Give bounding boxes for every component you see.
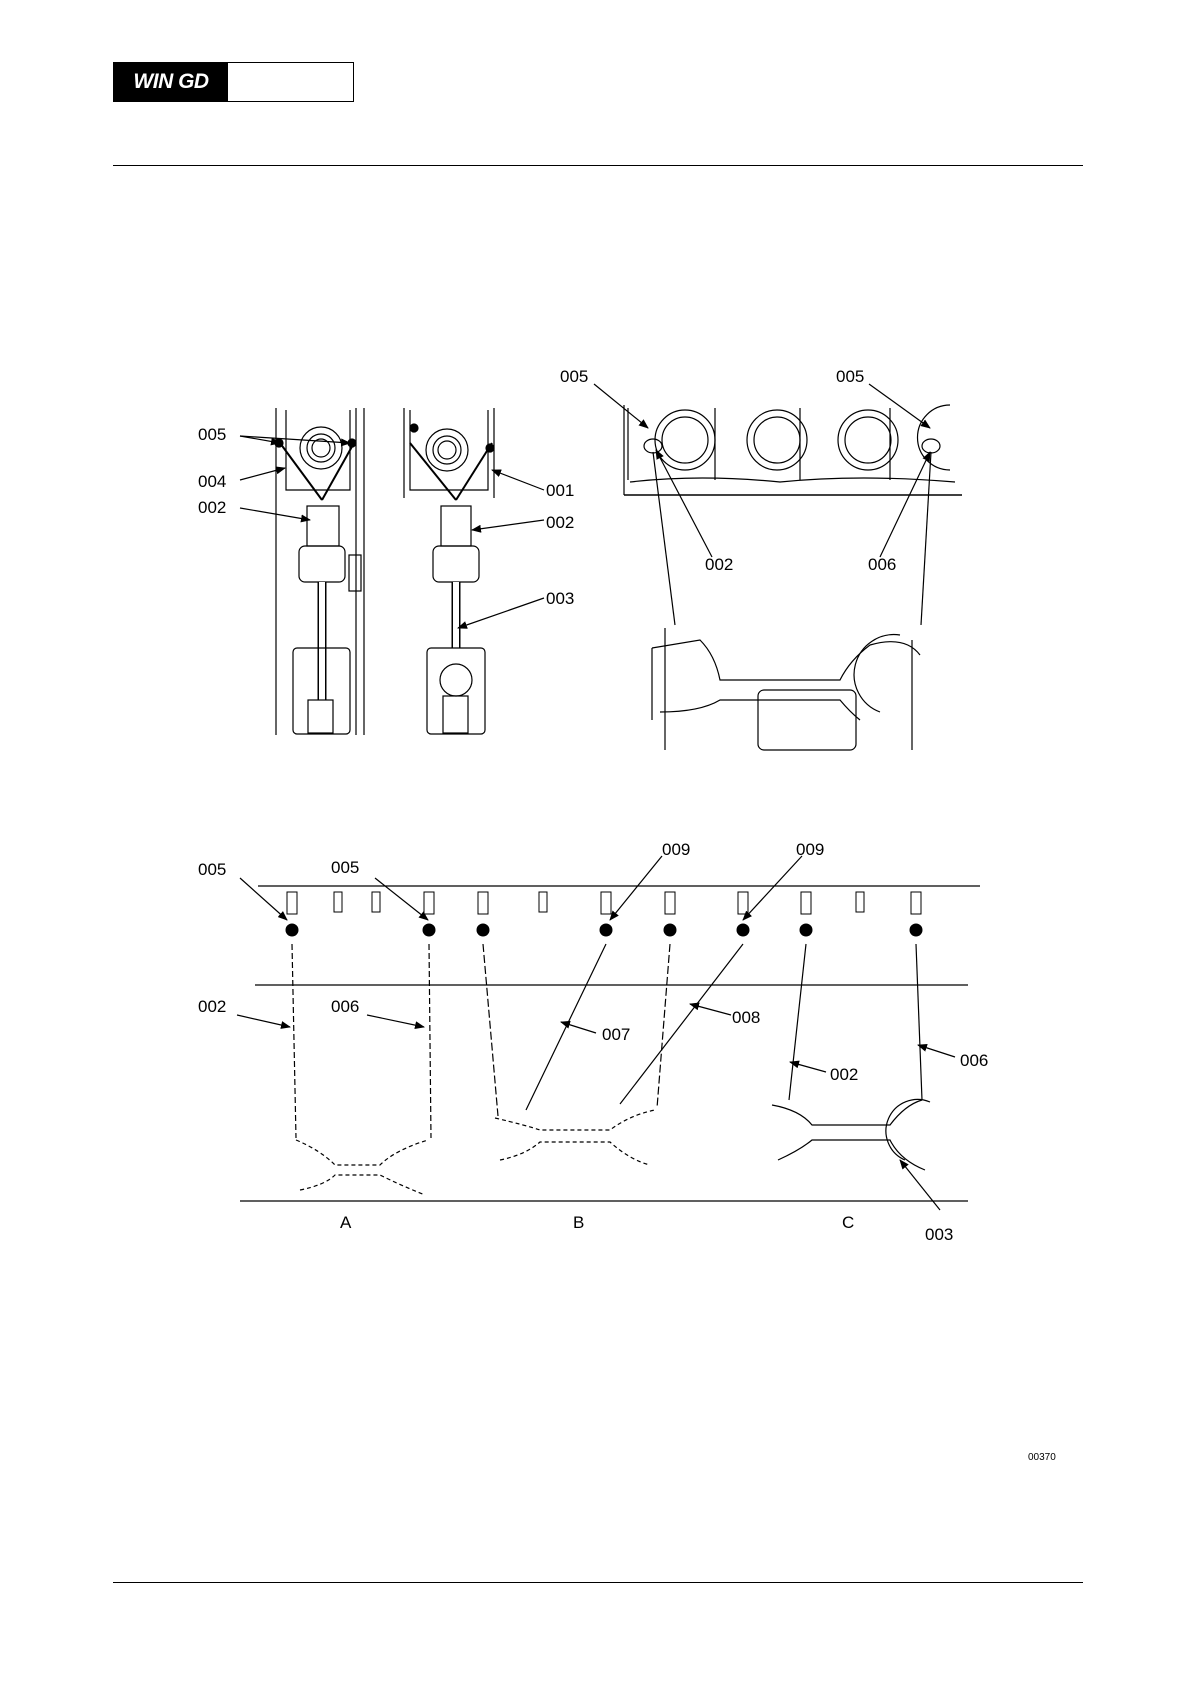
callout-004: 004 — [198, 472, 226, 491]
callout-007: 007 — [602, 1025, 630, 1044]
callout-003: 003 — [925, 1225, 953, 1244]
callout-009: 009 — [796, 840, 824, 859]
callout-006: 006 — [868, 555, 896, 574]
callout-009: 009 — [662, 840, 690, 859]
callout-005: 005 — [560, 367, 588, 386]
callout-005: 005 — [836, 367, 864, 386]
callout-008: 008 — [732, 1008, 760, 1027]
leader-lines — [237, 384, 955, 1210]
position-label-b: B — [573, 1213, 584, 1232]
callout-002: 002 — [705, 555, 733, 574]
callout-005: 005 — [198, 860, 226, 879]
engine-view-1 — [275, 408, 364, 735]
callout-006: 006 — [331, 997, 359, 1016]
callout-006: 006 — [960, 1051, 988, 1070]
callout-005: 005 — [331, 858, 359, 877]
callout-001: 001 — [546, 481, 574, 500]
callout-002: 002 — [546, 513, 574, 532]
callout-002: 002 — [830, 1065, 858, 1084]
figure-reference: 00370 — [1028, 1452, 1056, 1463]
engine-view-3 — [624, 405, 962, 750]
callout-002: 002 — [198, 997, 226, 1016]
callout-003: 003 — [546, 589, 574, 608]
position-label-c: C — [842, 1213, 854, 1232]
callout-005: 005 — [198, 425, 226, 444]
callout-002: 002 — [198, 498, 226, 517]
engine-view-2 — [404, 408, 494, 734]
position-label-a: A — [340, 1213, 352, 1232]
